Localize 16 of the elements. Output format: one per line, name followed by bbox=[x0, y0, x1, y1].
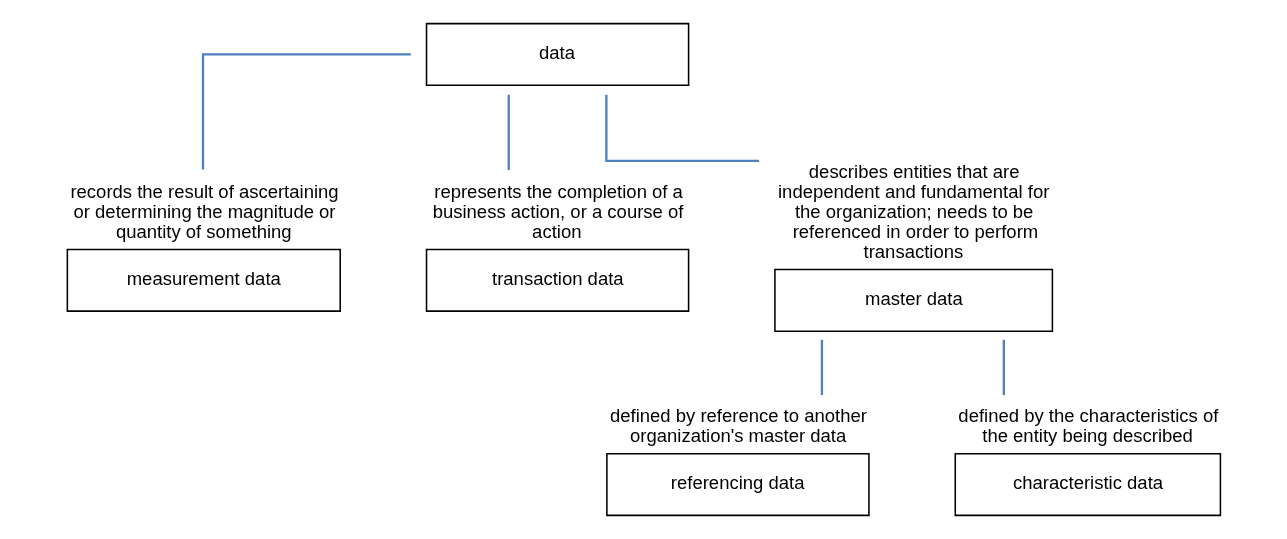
node-label: describes entities that are independent and fundamental for the organization; needs to be referenced in order to perform transactions bbox=[778, 160, 1050, 263]
connector bbox=[507, 94, 510, 170]
node-label: defined by the characteristics of the entity being described bbox=[958, 405, 1219, 447]
node-box: master data bbox=[774, 268, 1054, 332]
connector bbox=[605, 94, 760, 162]
node-label: represents the completion of a business action, or a course of action bbox=[432, 180, 684, 243]
connector bbox=[820, 339, 824, 396]
node-label: defined by reference to another organization's master data bbox=[609, 405, 867, 447]
node-box: characteristic data bbox=[954, 452, 1222, 517]
connector bbox=[201, 53, 411, 170]
connector bbox=[1002, 339, 1005, 396]
node-box: measurement data bbox=[66, 248, 341, 312]
node-box: transaction data bbox=[425, 248, 690, 312]
node-box: data bbox=[425, 22, 690, 87]
node-box: referencing data bbox=[606, 452, 870, 517]
node-label: records the result of ascertaining or determining the magnitude or quantity of something bbox=[70, 180, 339, 243]
